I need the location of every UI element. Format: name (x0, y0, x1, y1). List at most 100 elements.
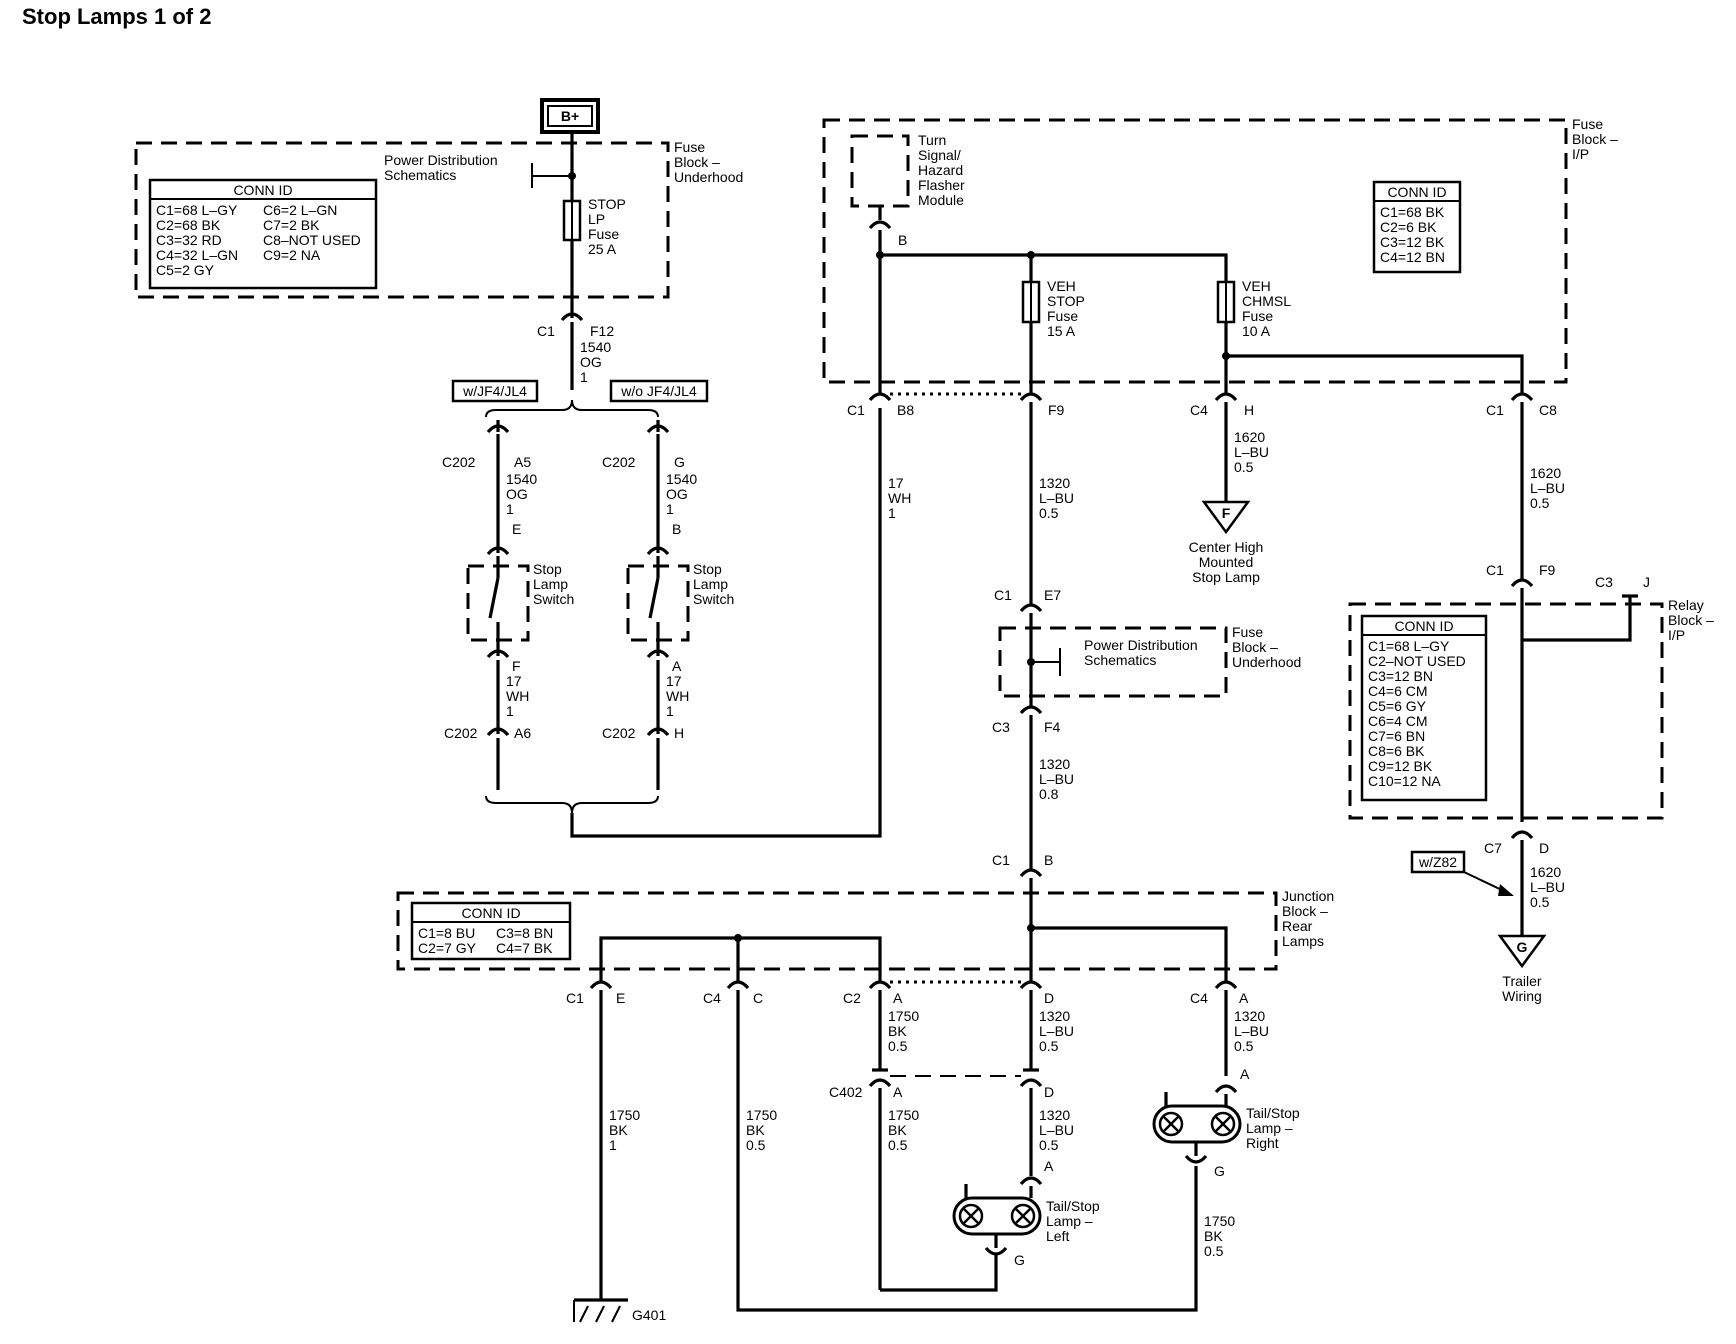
relay-feed-wire-label: 1620 L–BU 0.5 (1530, 465, 1565, 511)
svg-text:0.5: 0.5 (746, 1137, 766, 1153)
jb-in-pin: B (1044, 852, 1053, 868)
jb-pin-1-pin: C (753, 990, 763, 1006)
option-with-jf4: w/JF4/JL4 (451, 379, 539, 403)
svg-text:BK: BK (746, 1122, 765, 1138)
svg-text:1540: 1540 (506, 471, 537, 487)
svg-text:Center High: Center High (1189, 539, 1264, 555)
jb-pin-connectors (589, 980, 1238, 990)
pd-mid-in-pin: E7 (1044, 587, 1061, 603)
lamp-left-pin-a: A (1044, 1158, 1054, 1174)
lamp-right-connector-a-icon (1214, 1084, 1238, 1094)
ip-pin-c1b: C1 (1486, 402, 1504, 418)
svg-text:Underhood: Underhood (674, 169, 743, 185)
svg-text:Lamp –: Lamp – (1246, 1120, 1293, 1136)
page-title: Stop Lamps 1 of 2 (22, 4, 211, 29)
ip-pin-c4: C4 (1190, 402, 1208, 418)
jb-pin-2-pin: A (893, 990, 903, 1006)
svg-text:L–BU: L–BU (1234, 1023, 1269, 1039)
junction-block-label: Junction Block – Rear Lamps (1282, 888, 1334, 949)
svg-text:Tail/Stop: Tail/Stop (1046, 1198, 1100, 1214)
svg-text:Fuse: Fuse (1572, 116, 1603, 132)
svg-text:C6=2 L–GN: C6=2 L–GN (263, 202, 337, 218)
switch-right-pin-a: A (672, 658, 682, 674)
svg-text:Wiring: Wiring (1502, 988, 1542, 1004)
svg-text:Switch: Switch (533, 591, 574, 607)
c202-a5-conn: C202 (442, 454, 476, 470)
wire-c2d-label: 1320 L–BU 0.5 (1039, 1008, 1074, 1054)
c202-a5-pin: A5 (514, 454, 531, 470)
relay-out-conn: C7 (1484, 840, 1502, 856)
pd-mid-in-connector-icon (1019, 603, 1043, 613)
svg-text:BK: BK (888, 1122, 907, 1138)
c402-conn: C402 (829, 1084, 863, 1100)
pd-mid-ref: Power Distribution Schematics (1084, 637, 1198, 668)
ip-pin-h: H (1244, 402, 1254, 418)
svg-text:1: 1 (666, 703, 674, 719)
battery-label: B+ (561, 108, 579, 124)
wire-c2a-label: 1750 BK 0.5 (888, 1008, 919, 1054)
ip-pin-c8: C8 (1539, 402, 1557, 418)
svg-text:1750: 1750 (1204, 1213, 1235, 1229)
conn-id-table-relay: CONN ID C1=68 L–GY C2–NOT USED C3=12 BN … (1360, 614, 1488, 802)
jb-pin-4-conn: C4 (1190, 990, 1208, 1006)
jb-pin-3-pin: D (1044, 990, 1054, 1006)
svg-text:Fuse: Fuse (1242, 308, 1273, 324)
wire-1540-og-top: 1540 OG 1 (580, 339, 611, 385)
wire-c402d-label: 1320 L–BU 0.5 (1039, 1107, 1074, 1153)
svg-text:C9=12 BK: C9=12 BK (1368, 758, 1433, 774)
wire-right-label: 1320 L–BU 0.5 (1234, 1008, 1269, 1054)
wire-1320-a-label: 1320 L–BU 0.5 (1039, 475, 1074, 521)
svg-text:Tail/Stop: Tail/Stop (1246, 1105, 1300, 1121)
svg-text:0.5: 0.5 (1204, 1243, 1224, 1259)
option-without-jf4: w/o JF4/JL4 (609, 379, 709, 403)
svg-text:C1=68 L–GY: C1=68 L–GY (156, 202, 238, 218)
wire-17-wh-label: 17 WH 1 (888, 475, 911, 521)
svg-text:C4=7 BK: C4=7 BK (496, 940, 553, 956)
svg-text:Stop Lamp: Stop Lamp (1192, 569, 1260, 585)
svg-text:C3=32 RD: C3=32 RD (156, 232, 222, 248)
switch-left-bot-wire: 17 WH 1 (506, 673, 529, 719)
svg-text:L–BU: L–BU (1530, 879, 1565, 895)
stop-lamp-switch-left-icon (466, 564, 530, 642)
svg-text:OG: OG (506, 486, 528, 502)
switch-left-top-wire: 1540 OG 1 (506, 471, 537, 517)
trailer-wire-label: 1620 L–BU 0.5 (1530, 864, 1565, 910)
svg-text:Left: Left (1046, 1228, 1069, 1244)
svg-text:1320: 1320 (1234, 1008, 1265, 1024)
relay-j-label: J (1643, 574, 1650, 590)
svg-text:Schematics: Schematics (1084, 652, 1156, 668)
svg-text:Lamp –: Lamp – (1046, 1213, 1093, 1229)
lamp-right-connector-g-icon (1184, 1154, 1208, 1164)
svg-text:1: 1 (609, 1137, 617, 1153)
conn-id-table-junction: CONN ID C1=8 BU C2=7 GY C3=8 BN C4=7 BK (410, 901, 572, 961)
pd-mid-out-pin: F4 (1044, 719, 1061, 735)
svg-text:L–BU: L–BU (1039, 490, 1074, 506)
svg-text:1: 1 (506, 501, 514, 517)
svg-text:Lamps: Lamps (1282, 933, 1324, 949)
svg-text:Switch: Switch (693, 591, 734, 607)
relay-in-conn: C1 (1486, 562, 1504, 578)
svg-text:0.5: 0.5 (888, 1038, 908, 1054)
chmsl-ref-triangle-icon (1201, 500, 1251, 535)
svg-text:I/P: I/P (1668, 627, 1685, 643)
conn-c1-label: C1 (537, 323, 555, 339)
ground-g401-icon (573, 1298, 628, 1323)
power-distribution-ref-top: Power Distribution Schematics (384, 152, 498, 183)
wire-1320-b-label: 1320 L–BU 0.8 (1039, 756, 1074, 802)
ip-pin-f9: F9 (1048, 402, 1065, 418)
svg-text:1750: 1750 (746, 1107, 777, 1123)
c202-g-pin: G (674, 454, 685, 470)
svg-text:1320: 1320 (1039, 756, 1070, 772)
conn-id-table-ip: CONN ID C1=68 BK C2=6 BK C3=12 BK C4=12 … (1372, 180, 1462, 274)
svg-text:1320: 1320 (1039, 1107, 1070, 1123)
svg-text:L–BU: L–BU (1234, 444, 1269, 460)
trailer-ref-triangle-icon (1497, 934, 1547, 969)
pd-mid-out-connector-icon (1019, 705, 1043, 715)
svg-text:C3=12 BK: C3=12 BK (1380, 234, 1445, 250)
svg-text:C1=68 L–GY: C1=68 L–GY (1368, 638, 1450, 654)
veh-stop-fuse-label: VEH STOP Fuse 15 A (1047, 278, 1085, 339)
svg-text:0.5: 0.5 (888, 1137, 908, 1153)
svg-text:Trailer: Trailer (1502, 973, 1541, 989)
jb-pin-2-conn: C2 (843, 990, 861, 1006)
